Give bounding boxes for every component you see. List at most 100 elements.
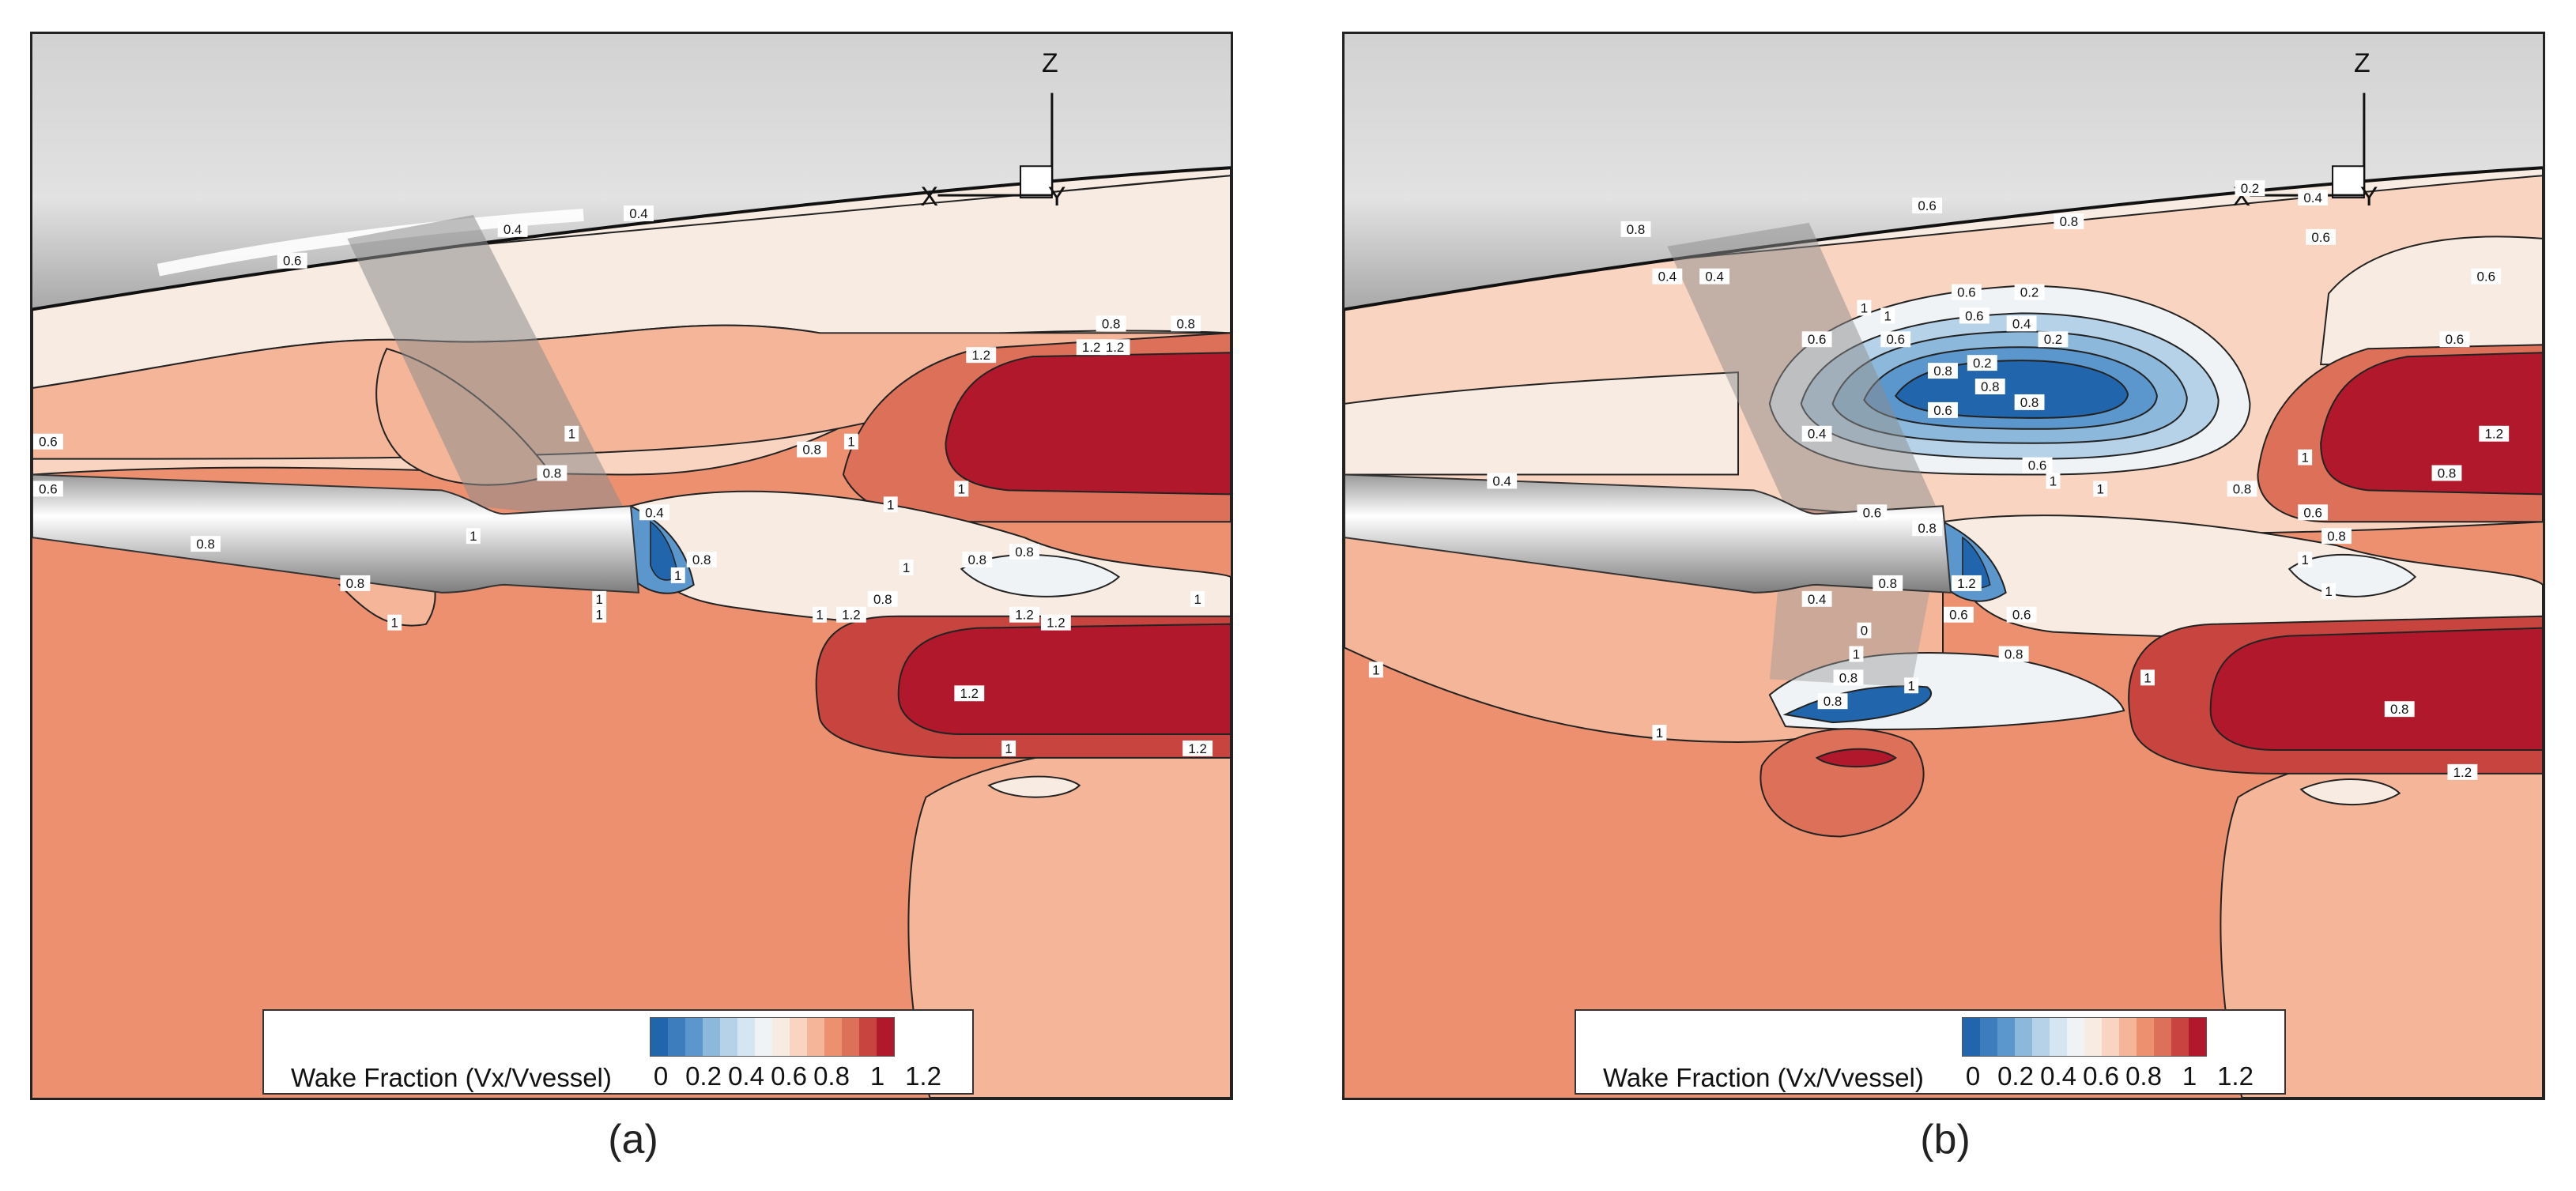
colorbar-swatch bbox=[2119, 1018, 2137, 1056]
contour-label: 1 bbox=[2050, 473, 2057, 488]
contour-label: 0.6 bbox=[283, 254, 302, 269]
contour-label-bg bbox=[1620, 220, 1651, 237]
contour-label-bg bbox=[2439, 331, 2470, 348]
contour-label: 0.4 bbox=[2303, 190, 2322, 205]
contour-label: 0.4 bbox=[1808, 427, 1827, 442]
contour-label: 1.2 bbox=[2453, 765, 2472, 780]
contour-label-bg bbox=[2298, 504, 2329, 521]
contour-label: 0.2 bbox=[2241, 181, 2260, 196]
contour-label-bg bbox=[1998, 646, 2029, 662]
contour-label-bg bbox=[624, 205, 654, 221]
contour-label: 0.8 bbox=[1918, 521, 1937, 536]
contour-label-bg bbox=[1076, 339, 1107, 356]
contour-label-bg bbox=[537, 465, 568, 481]
contour-label: 0.8 bbox=[1102, 316, 1121, 331]
contour-label-bg bbox=[2298, 190, 2329, 206]
strut bbox=[1667, 222, 1944, 522]
legend-title-b: Wake Fraction (Vx/Vvessel) bbox=[1603, 1063, 1924, 1092]
contour-label: 0.6 bbox=[1918, 198, 1937, 213]
colorbar-swatch bbox=[2154, 1018, 2171, 1056]
contour-label-bg bbox=[2006, 606, 2037, 623]
contour-label: 1 bbox=[958, 481, 965, 496]
contour-label-bg bbox=[2321, 582, 2337, 599]
contour-label-bg bbox=[1009, 544, 1039, 560]
colorbar-swatch bbox=[2084, 1018, 2102, 1056]
contour-label-bg bbox=[2471, 268, 2502, 285]
contour-label-bg bbox=[2014, 394, 2045, 410]
contour-label-bg bbox=[2227, 481, 2257, 497]
contour-label-bg bbox=[1817, 693, 1848, 710]
contour-label-bg bbox=[954, 685, 985, 702]
colorbar-tick-label: 1.2 bbox=[905, 1061, 941, 1091]
contour-label: 1 bbox=[847, 435, 854, 450]
colorbar-swatch bbox=[668, 1018, 685, 1056]
axis-y-label: Y bbox=[1048, 182, 1066, 212]
colorbar-swatch bbox=[2067, 1018, 2084, 1056]
contour-label-bg bbox=[1857, 300, 1872, 316]
contour-label-bg bbox=[1928, 401, 1958, 418]
contour-label: 1 bbox=[2144, 670, 2151, 685]
contour-label: 1 bbox=[887, 497, 894, 512]
contour-label: 0.8 bbox=[1824, 694, 1842, 709]
contour-label-bg bbox=[1944, 606, 1974, 623]
contour-label: 0.6 bbox=[2311, 230, 2330, 245]
contour-label: 0.6 bbox=[1863, 505, 1882, 520]
contour-label: 0.8 bbox=[2438, 466, 2457, 481]
contour-label: 0.8 bbox=[692, 552, 711, 567]
contour-label: 1.2 bbox=[1047, 616, 1065, 631]
contour-label-bg bbox=[2384, 701, 2415, 718]
contour-label-bg bbox=[1857, 622, 1872, 639]
contour-label-bg bbox=[1009, 606, 1039, 623]
colorbar-tick-label: 0 bbox=[1965, 1061, 1981, 1091]
contour-label-bg bbox=[1099, 339, 1130, 356]
contour-label: 0.8 bbox=[1015, 545, 1034, 560]
axis-z-label: Z bbox=[1042, 48, 1058, 78]
contour-label: 1.2 bbox=[1015, 608, 1034, 623]
contour-label: 1 bbox=[1884, 308, 1891, 323]
contour-label: 1 bbox=[1853, 646, 1860, 661]
contour-label: 0.8 bbox=[2060, 214, 2079, 229]
contour-label-bg bbox=[1974, 379, 2005, 394]
contour-region bbox=[629, 490, 1231, 633]
colorbar-swatch bbox=[737, 1018, 755, 1056]
colorbar-swatch bbox=[842, 1018, 859, 1056]
contour-label-bg bbox=[1912, 520, 1943, 537]
contour-label-bg bbox=[670, 567, 685, 583]
contour-label-bg bbox=[190, 536, 221, 552]
contour-label-bg bbox=[592, 606, 607, 623]
contour-label: 1.2 bbox=[960, 686, 979, 701]
colorbar-tick-label: 0.4 bbox=[728, 1061, 764, 1091]
colorbar-a bbox=[650, 1017, 895, 1057]
contour-label: 1 bbox=[903, 560, 910, 575]
contour-label-bg bbox=[387, 614, 402, 631]
contour-label: 1 bbox=[470, 529, 477, 544]
contour-label-bg bbox=[32, 433, 63, 450]
contour-label-bg bbox=[1096, 315, 1126, 332]
colorbar-swatch bbox=[2015, 1018, 2032, 1056]
contour-label: 0.8 bbox=[2390, 702, 2409, 717]
contour-label-bg bbox=[899, 560, 914, 575]
contour-label: 0.6 bbox=[1933, 403, 1952, 418]
contour-region bbox=[897, 623, 1231, 736]
contour-label-bg bbox=[2431, 465, 2462, 481]
contour-label-bg bbox=[797, 441, 828, 458]
contour-label-bg bbox=[1873, 575, 1903, 591]
contour-label: 1.2 bbox=[842, 608, 861, 623]
contour-label: 0.6 bbox=[1886, 332, 1905, 347]
contour-label: 1 bbox=[1372, 662, 1379, 677]
colorbar-tick-label: 0 bbox=[653, 1061, 669, 1091]
colorbar-swatch bbox=[755, 1018, 772, 1056]
contour-label: 1.2 bbox=[1957, 576, 1976, 591]
contour-label: 0.6 bbox=[2028, 458, 2047, 473]
caption-a: (a) bbox=[608, 1117, 658, 1163]
contour-label: 1 bbox=[2097, 481, 2104, 496]
contour-label-bg bbox=[2447, 763, 2478, 780]
contour-label-bg bbox=[843, 433, 858, 450]
contour-label-bg bbox=[1368, 661, 1383, 678]
contour-label: 0.4 bbox=[1658, 269, 1677, 285]
contour-label-bg bbox=[2014, 284, 2045, 300]
